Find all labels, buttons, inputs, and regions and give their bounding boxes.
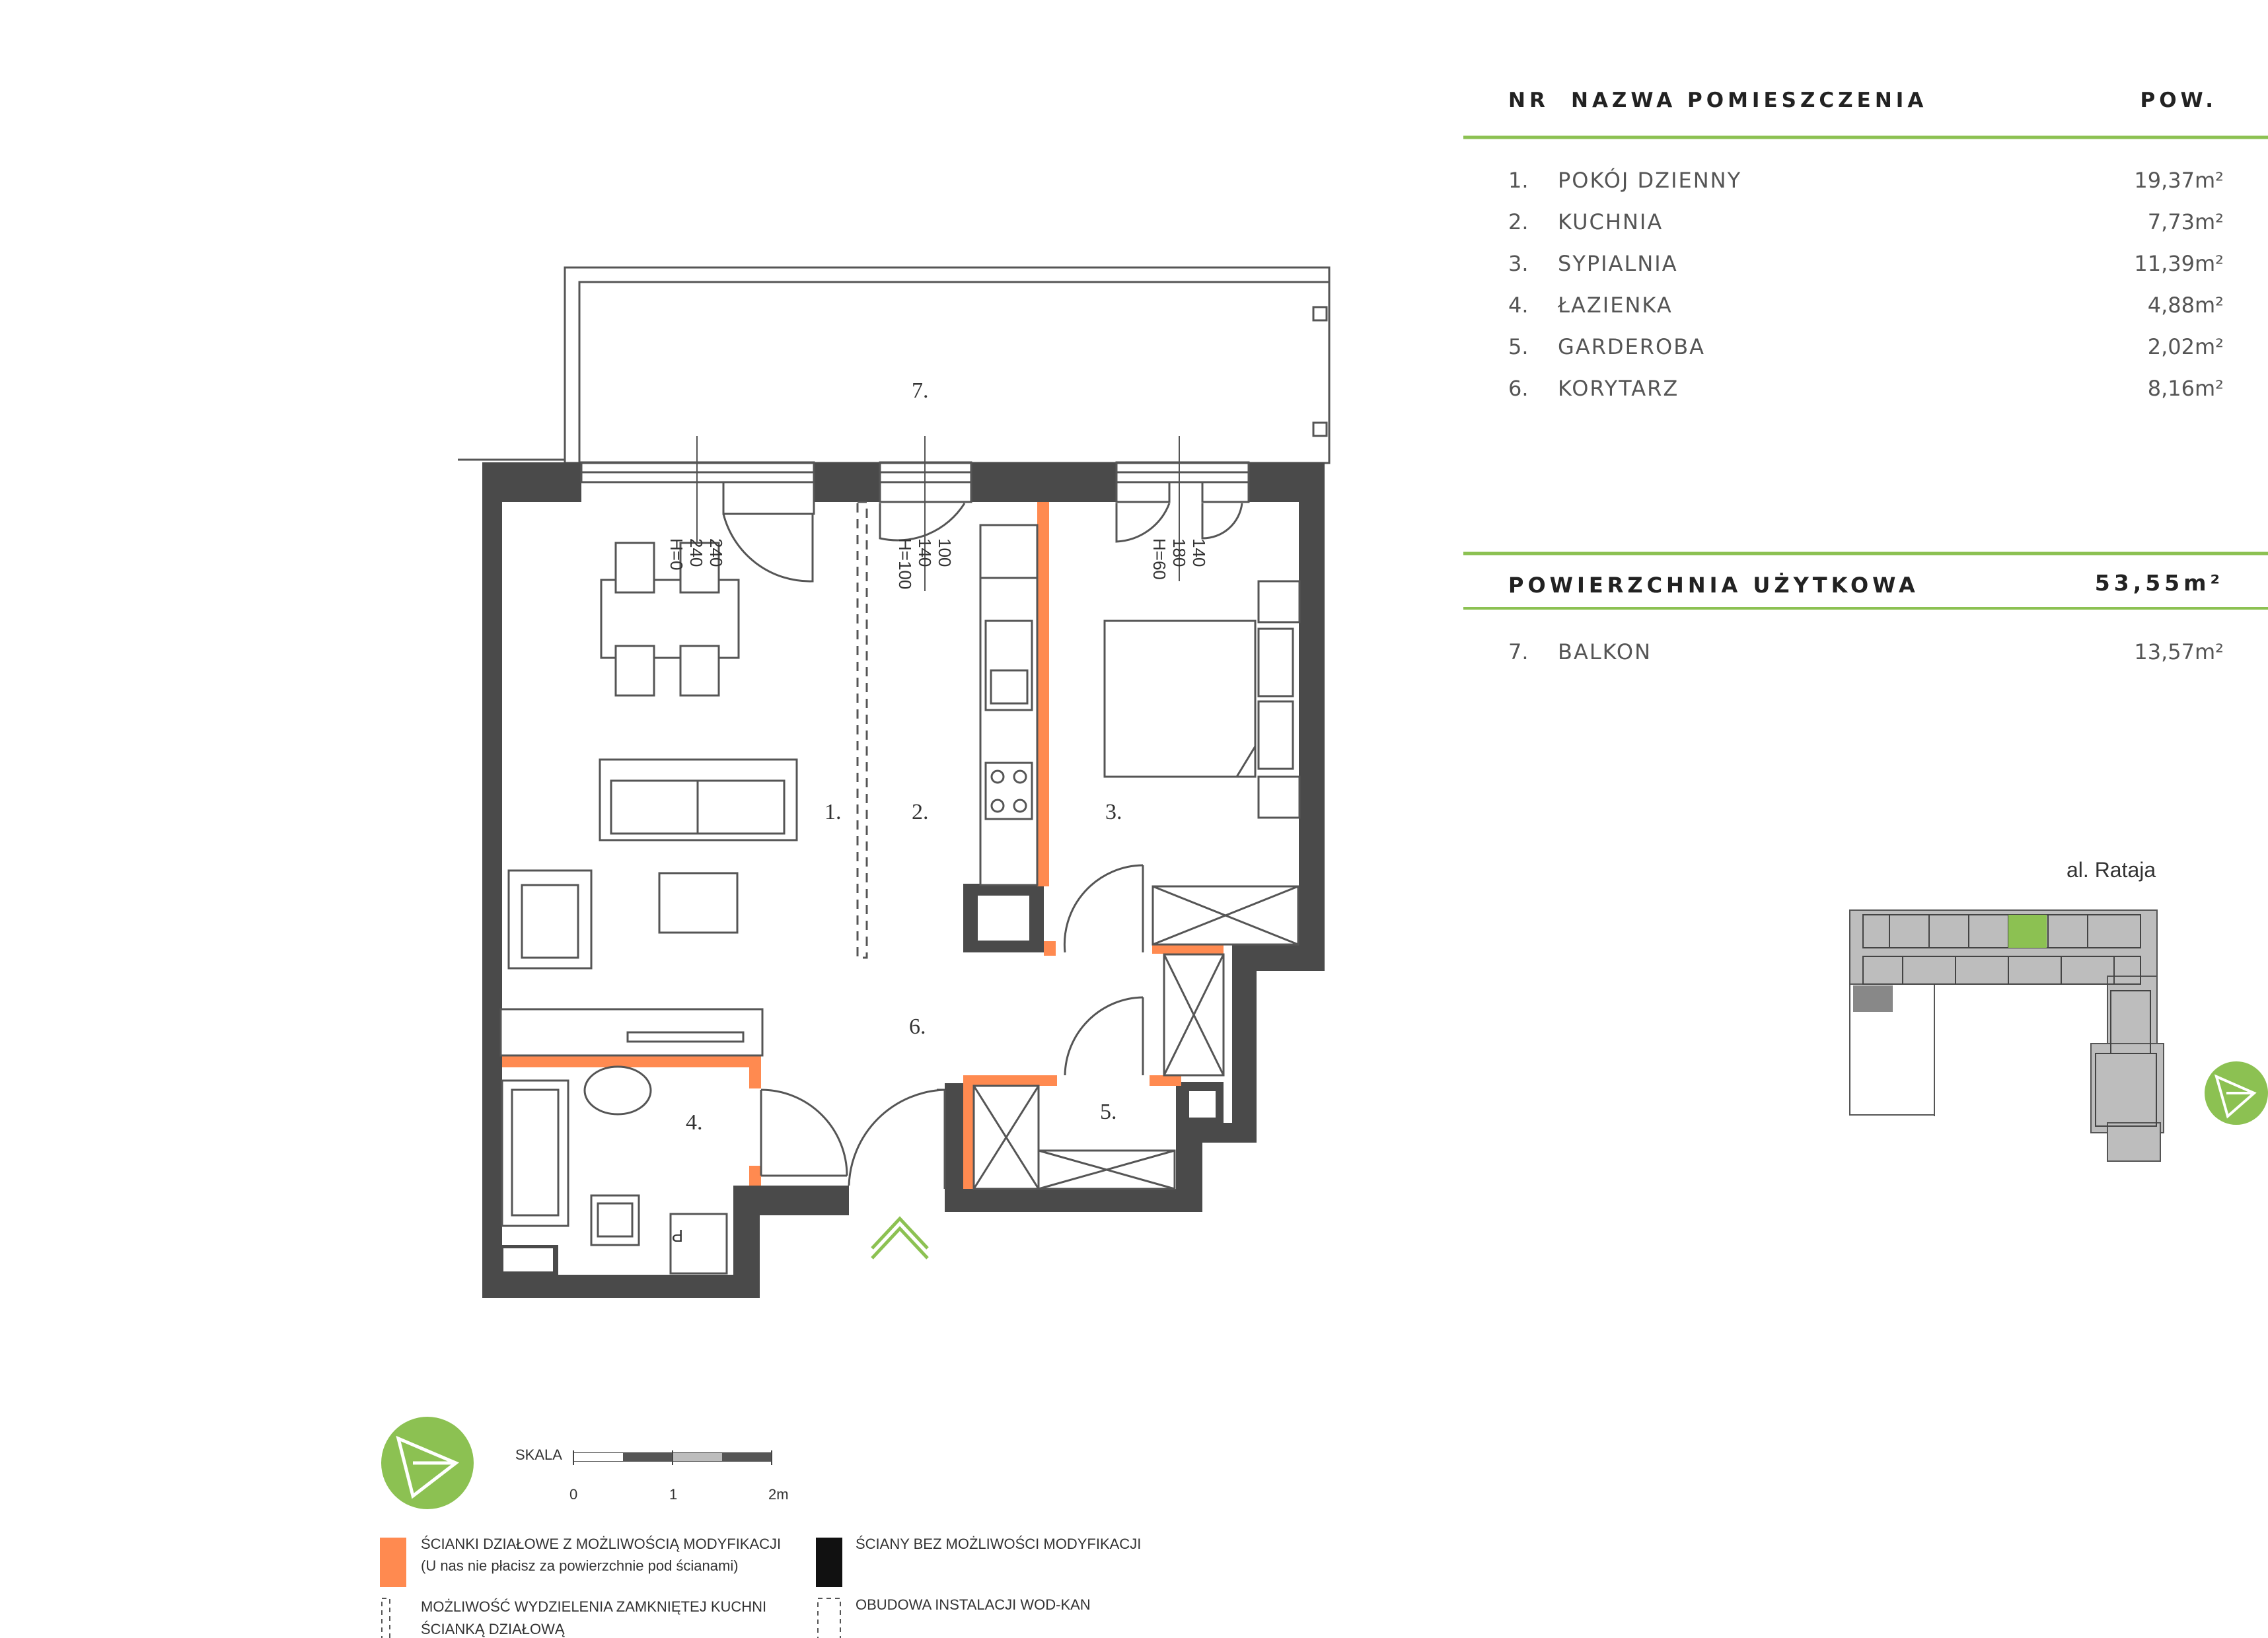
floor-plan: P 240 240 H=0 100 140 H=100 140 180 H=60…	[458, 266, 1331, 1298]
row-area: 7,73m²	[2148, 209, 2224, 234]
row-area: 11,39m²	[2134, 251, 2224, 276]
row-area: 4,88m²	[2148, 293, 2224, 318]
room-label-1: 1.	[824, 800, 842, 824]
table-header-area: POW.	[2140, 89, 2217, 112]
windows	[580, 461, 1250, 515]
door-swings	[722, 503, 1243, 1189]
table-row-balcony: 7. BALKON 13,57m²	[1508, 639, 2224, 664]
legend-swatch-fixed	[816, 1538, 842, 1587]
row-area: 13,57m²	[2134, 639, 2224, 664]
room-label-6: 6.	[909, 1015, 926, 1039]
window-annotation: 240 240 H=0	[667, 538, 726, 570]
row-area: 2,02m²	[2148, 334, 2224, 359]
compass-small-arrow	[2214, 1074, 2257, 1119]
compass	[381, 1417, 474, 1509]
kitchen-partition-dashed	[856, 501, 868, 959]
legend-kitchen-line1: MOŻLIWOŚĆ WYDZIELENIA ZAMKNIĘTEJ KUCHNI	[421, 1598, 766, 1615]
window-dim: 140	[915, 538, 935, 567]
legend-swatch-modifiable	[380, 1538, 406, 1587]
row-name: KORYTARZ	[1558, 376, 1679, 401]
compass-arrow	[396, 1435, 459, 1499]
scale-bar: SKALA 0 1 2m	[515, 1446, 789, 1503]
usable-area-value: 53,55m²	[2095, 570, 2224, 596]
row-nr: 7.	[1508, 639, 1529, 664]
row-name: KUCHNIA	[1558, 209, 1663, 234]
legend-swatch-kitchen	[381, 1598, 390, 1638]
modifiable-walls	[502, 502, 1224, 1189]
room-label-7: 7.	[912, 378, 929, 403]
window-sill-height: H=60	[1150, 538, 1169, 580]
window-dim: 140	[1189, 538, 1209, 567]
legend-fixed: ŚCIANY BEZ MOŻLIWOŚCI MODYFIKACJI	[856, 1536, 1141, 1552]
legend-install: OBUDOWA INSTALACJI WOD-KAN	[856, 1596, 1091, 1613]
legend-kitchen-line2: ŚCIANKĄ DZIAŁOWĄ	[421, 1621, 565, 1637]
row-name: GARDEROBA	[1558, 334, 1705, 359]
scale-tick-1: 1	[669, 1486, 677, 1503]
window-dim: 180	[1169, 538, 1189, 567]
window-dim: 240	[706, 538, 726, 567]
scale-label: SKALA	[515, 1446, 562, 1463]
table-header-name: NAZWA POMIESZCZENIA	[1571, 89, 1927, 112]
site-hatch	[1853, 985, 1893, 1012]
room-numbers: 1. 2. 3. 4. 5. 6. 7.	[686, 378, 1122, 1135]
apartment-highlight	[2008, 915, 2047, 948]
room-label-2: 2.	[912, 800, 929, 824]
window-sill-height: H=0	[667, 538, 686, 570]
street-name: al. Rataja	[2067, 858, 2156, 882]
table-row: 5. GARDEROBA 2,02m²	[1508, 334, 2224, 359]
table-row: 2. KUCHNIA 7,73m²	[1508, 209, 2224, 234]
row-nr: 4.	[1508, 293, 1529, 318]
room-label-3: 3.	[1105, 800, 1122, 824]
scale-tick-2: 2m	[768, 1486, 789, 1503]
usable-area-label: POWIERZCHNIA UŻYTKOWA	[1508, 573, 1919, 598]
row-name: ŁAZIENKA	[1557, 293, 1673, 318]
window-annotation: 140 180 H=60	[1150, 538, 1209, 580]
row-nr: 6.	[1508, 376, 1529, 401]
legend: ŚCIANKI DZIAŁOWE Z MOŻLIWOŚCIĄ MODYFIKAC…	[380, 1536, 1141, 1638]
row-name: POKÓJ DZIENNY	[1558, 167, 1741, 193]
legend-modifiable-line2: (U nas nie płacisz za powierzchnie pod ś…	[421, 1557, 739, 1574]
table-header-nr: NR	[1508, 89, 1549, 112]
installation-shafts	[503, 896, 1216, 1271]
entrance-arrow-icon	[871, 1216, 929, 1260]
window-dim: 100	[935, 538, 955, 567]
window-annotation: 100 140 H=100	[895, 538, 955, 589]
sink-label: P	[672, 1226, 683, 1246]
scale-tick-0: 0	[569, 1486, 577, 1503]
row-area: 8,16m²	[2148, 376, 2224, 401]
site-map: al. Rataja	[1849, 858, 2268, 1162]
row-area: 19,37m²	[2134, 168, 2224, 193]
legend-swatch-install	[817, 1598, 841, 1638]
table-row: 4. ŁAZIENKA 4,88m²	[1508, 293, 2224, 318]
row-name: SYPIALNIA	[1558, 251, 1678, 276]
row-name: BALKON	[1558, 639, 1652, 664]
window-dim: 240	[686, 538, 706, 567]
furniture	[499, 524, 1301, 1275]
window-sill-height: H=100	[895, 538, 915, 589]
table-row: 3. SYPIALNIA 11,39m²	[1508, 251, 2224, 276]
table-row: 1. POKÓJ DZIENNY 19,37m²	[1508, 167, 2224, 193]
row-nr: 2.	[1508, 209, 1529, 234]
row-nr: 3.	[1508, 251, 1529, 276]
room-label-5: 5.	[1100, 1100, 1117, 1124]
legend-modifiable-line1: ŚCIANKI DZIAŁOWE Z MOŻLIWOŚCIĄ MODYFIKAC…	[421, 1536, 781, 1552]
balcony	[458, 266, 1331, 464]
rooms-table: NR NAZWA POMIESZCZENIA POW. 1. POKÓJ DZI…	[1463, 89, 2268, 664]
table-row: 6. KORYTARZ 8,16m²	[1508, 376, 2224, 401]
row-nr: 5.	[1508, 334, 1529, 359]
row-nr: 1.	[1508, 168, 1529, 193]
room-label-4: 4.	[686, 1110, 703, 1135]
structural-walls	[482, 462, 1325, 1298]
